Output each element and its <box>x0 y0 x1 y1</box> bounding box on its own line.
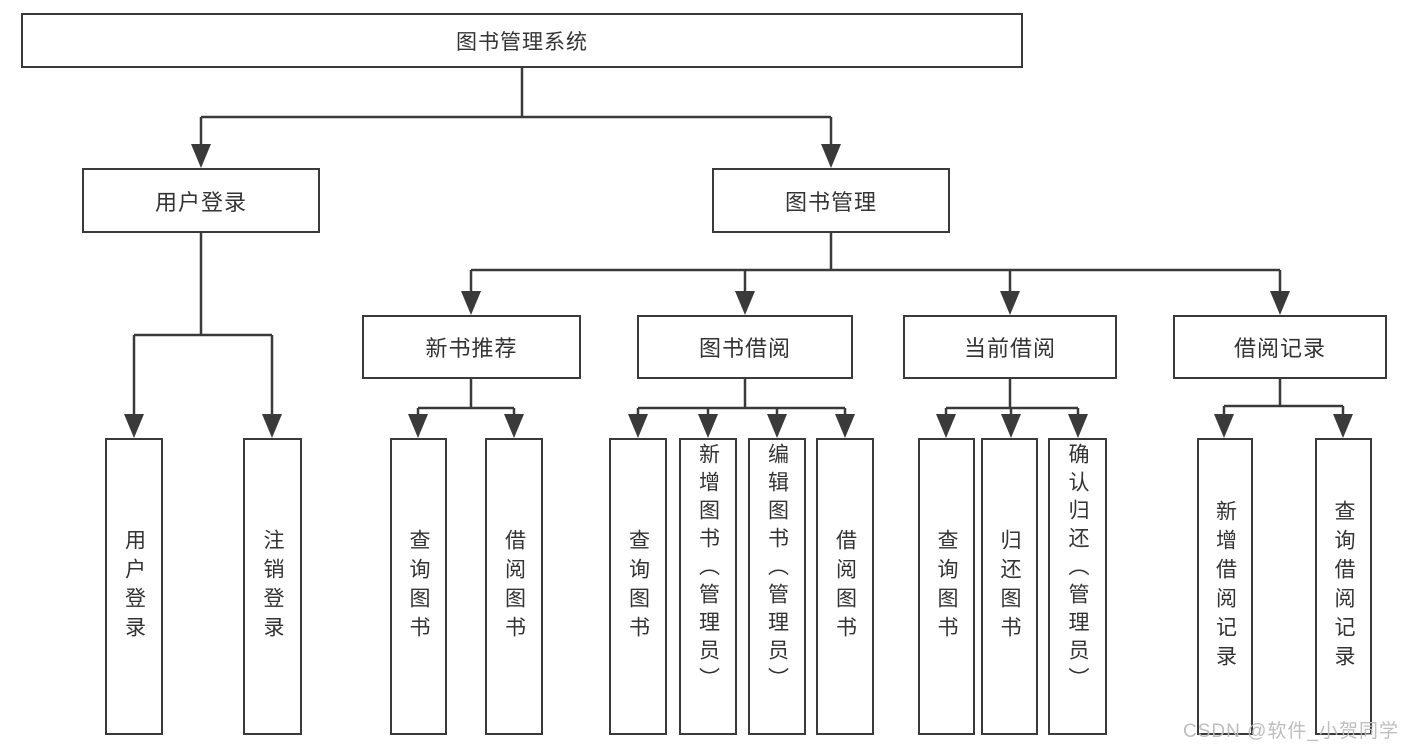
node-label: 新书推荐 <box>425 336 518 361</box>
leaf-borrow-books: 借阅图书 <box>816 438 874 735</box>
leaf-confirm-return-admin: 确认归还（管理员） <box>1048 438 1107 735</box>
leaf-label: 借阅图书 <box>502 528 526 645</box>
leaf-label: 确认归还（管理员） <box>1066 443 1090 695</box>
leaf-label: 查询图书 <box>935 528 959 645</box>
leaf-query-borrow-record: 查询借阅记录 <box>1315 438 1372 735</box>
leaf-edit-book-admin: 编辑图书（管理员） <box>748 438 806 735</box>
leaf-add-borrow-record: 新增借阅记录 <box>1197 438 1253 735</box>
leaf-user-login: 用户登录 <box>105 438 163 735</box>
node-borrow-records: 借阅记录 <box>1173 315 1387 379</box>
leaf-return-books: 归还图书 <box>981 438 1038 735</box>
node-user-login: 用户登录 <box>82 168 320 233</box>
leaf-label: 新增借阅记录 <box>1213 499 1237 674</box>
leaf-label: 用户登录 <box>122 528 146 645</box>
csdn-watermark: CSDN @软件_小贺同学 <box>1183 721 1399 742</box>
leaf-label: 编辑图书（管理员） <box>765 443 789 695</box>
node-library-management-system: 图书管理系统 <box>21 13 1023 68</box>
leaf-label: 查询图书 <box>407 528 431 645</box>
leaf-borrow-books-recommend: 借阅图书 <box>485 438 543 735</box>
leaf-label: 注销登录 <box>261 528 285 645</box>
leaf-add-book-admin: 新增图书（管理员） <box>679 438 737 735</box>
node-label: 用户登录 <box>154 189 247 215</box>
node-label: 当前借阅 <box>963 336 1056 361</box>
leaf-query-books-borrow: 查询图书 <box>609 438 667 735</box>
node-label: 图书管理系统 <box>456 30 588 54</box>
node-current-borrow: 当前借阅 <box>903 315 1117 379</box>
leaf-label: 归还图书 <box>998 528 1022 645</box>
node-book-management: 图书管理 <box>712 168 950 233</box>
leaf-query-books-current: 查询图书 <box>918 438 975 735</box>
node-label: 图书管理 <box>784 189 877 215</box>
leaf-label: 查询借阅记录 <box>1332 499 1356 674</box>
leaf-label: 新增图书（管理员） <box>696 443 720 695</box>
leaf-label: 借阅图书 <box>833 528 857 645</box>
leaf-query-books-recommend: 查询图书 <box>390 438 447 735</box>
node-book-borrow: 图书借阅 <box>637 315 853 379</box>
node-label: 借阅记录 <box>1233 336 1326 361</box>
node-label: 图书借阅 <box>698 336 791 361</box>
node-new-book-recommend: 新书推荐 <box>362 315 581 379</box>
leaf-logout: 注销登录 <box>243 438 302 735</box>
leaf-label: 查询图书 <box>626 528 650 645</box>
